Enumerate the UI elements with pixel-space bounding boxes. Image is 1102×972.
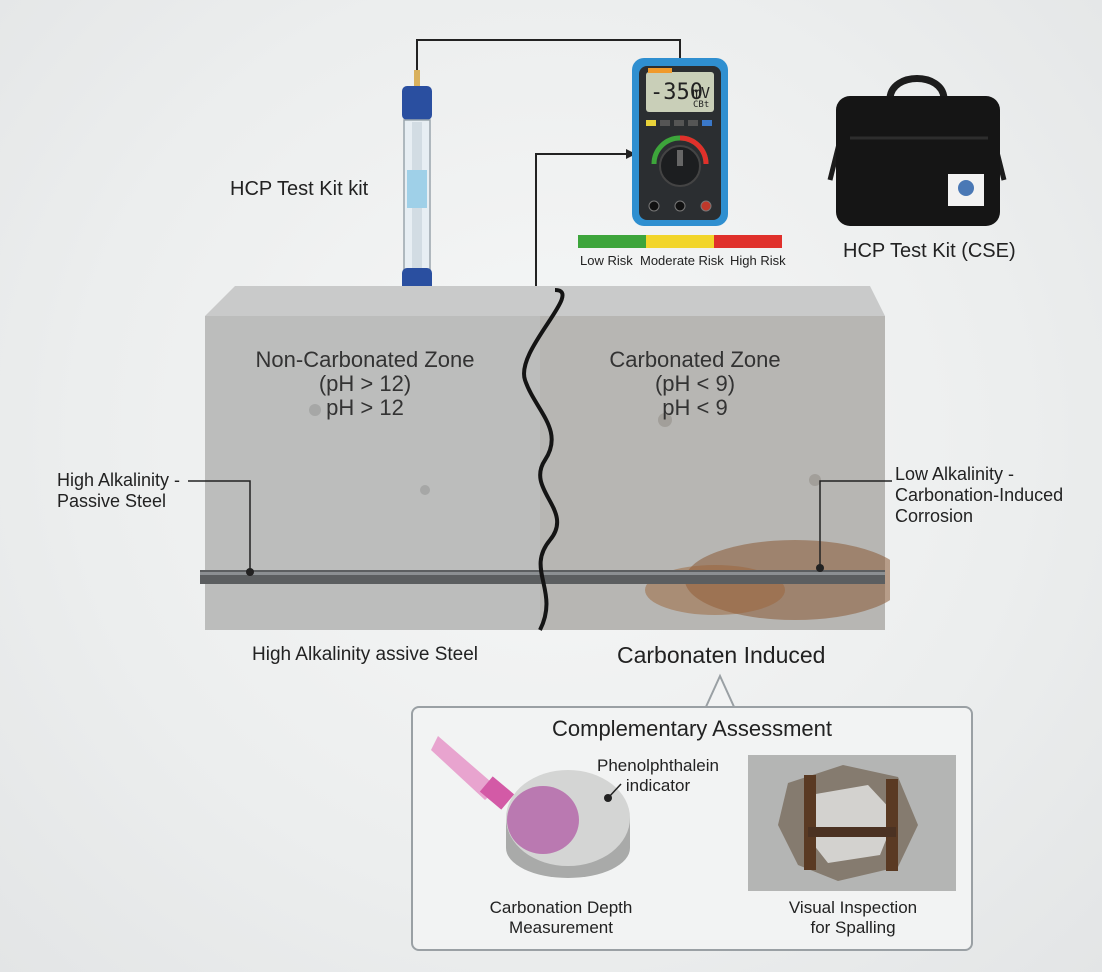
complementary-assessment-panel: Complementary Assessment Phenolphthalein… xyxy=(411,706,973,951)
carbonated-ph1: (pH < 9) xyxy=(654,371,736,396)
panel-title: Complementary Assessment xyxy=(552,716,832,741)
non-carbonated-title: Non-Carbonated Zone xyxy=(255,347,475,372)
indicator-line2: indicator xyxy=(625,776,691,795)
wire-arrow-icon xyxy=(626,149,636,159)
indicator-label: Phenolphthalein indicator xyxy=(583,756,733,796)
callout-right: Low Alkalinity - Carbonation-Induced Cor… xyxy=(895,464,1063,527)
left-caption: Carbonation Depth Measurement xyxy=(471,898,651,938)
right-caption-line2: for Spalling xyxy=(810,918,896,937)
risk-scale-bar xyxy=(578,235,782,248)
callout-left: High Alkalinity - Passive Steel xyxy=(57,470,180,512)
carbonated-ph2: pH < 9 xyxy=(662,395,728,420)
meter-sub: CBt xyxy=(693,100,710,110)
kit-bag-icon xyxy=(827,75,1007,226)
callout-left-line1: High Alkalinity - xyxy=(57,470,181,490)
concrete-block xyxy=(200,286,890,631)
risk-label-high: High Risk xyxy=(730,253,786,268)
panel-pointer xyxy=(703,673,737,710)
meter-reading: -350 xyxy=(650,80,703,105)
non-carbonated-zone: Non-Carbonated Zone (pH > 12) pH > 12 xyxy=(245,348,485,420)
non-carbonated-ph2: pH > 12 xyxy=(326,395,404,420)
bag-label: HCP Test Kit (CSE) xyxy=(843,240,1016,262)
risk-label-low: Low Risk xyxy=(580,253,633,268)
bottom-label-right: Carbonaten Induced xyxy=(617,642,826,668)
right-caption: Visual Inspection for Spalling xyxy=(763,898,943,938)
carbonated-title: Carbonated Zone xyxy=(609,347,781,372)
callout-right-line3: Corrosion xyxy=(895,506,974,526)
callout-left-line2: Passive Steel xyxy=(57,491,167,511)
multimeter xyxy=(632,58,728,226)
non-carbonated-ph1: (pH > 12) xyxy=(318,371,412,396)
left-caption-line1: Carbonation Depth xyxy=(489,898,633,917)
meter-unit: mV xyxy=(692,84,711,102)
phenolphthalein-core-sample xyxy=(431,736,630,878)
indicator-line1: Phenolphthalein xyxy=(597,756,719,775)
spalling-photo xyxy=(748,755,956,891)
risk-label-moderate: Moderate Risk xyxy=(640,253,724,268)
carbonated-zone: Carbonated Zone (pH < 9) pH < 9 xyxy=(585,348,805,420)
right-caption-line1: Visual Inspection xyxy=(788,898,918,917)
callout-right-line2: Carbonation-Induced xyxy=(895,485,1064,505)
electrode-label: HCP Test Kit kit xyxy=(230,178,369,200)
electrode-top-wire xyxy=(416,39,681,70)
left-caption-line2: Measurement xyxy=(509,918,613,937)
callout-right-line1: Low Alkalinity - xyxy=(895,464,1015,484)
bottom-label-left: High Alkalinity assive Steel xyxy=(252,644,478,665)
